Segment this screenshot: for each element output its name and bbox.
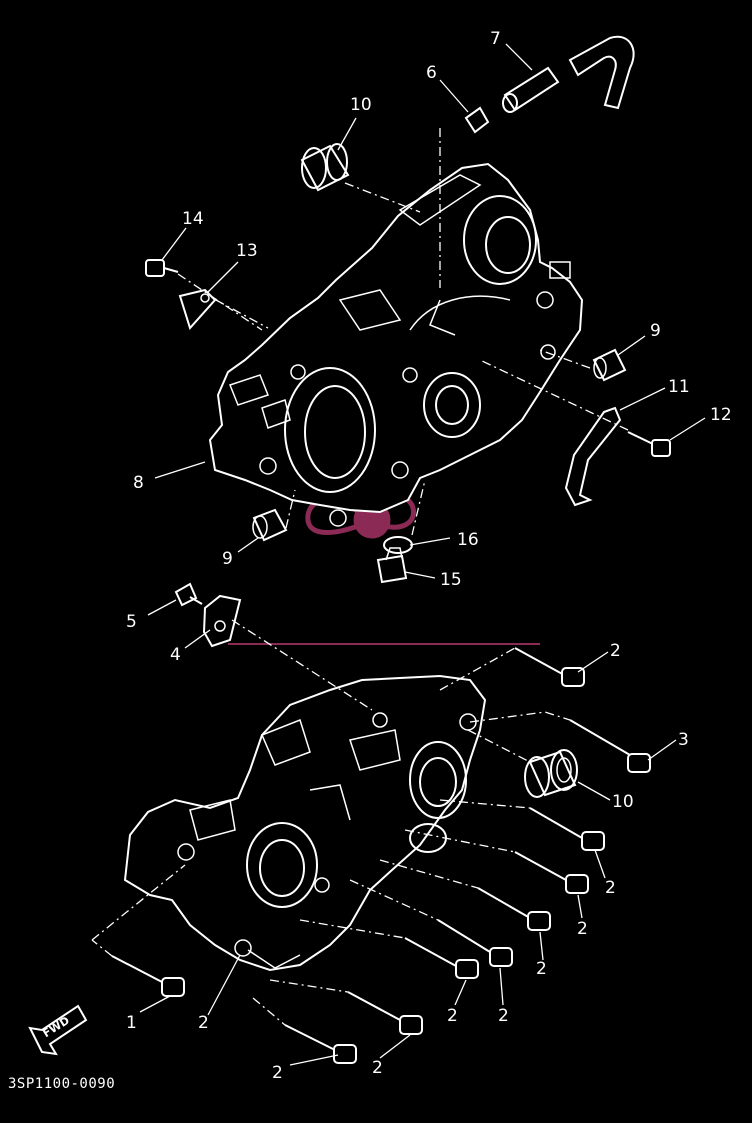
guide-part-11: [564, 406, 622, 507]
callout-2: 2: [447, 1006, 458, 1026]
bearing-part-10-upper: [300, 143, 350, 192]
callout-10: 10: [612, 792, 634, 812]
callout-2: 2: [272, 1063, 283, 1083]
callout-9: 9: [222, 549, 233, 569]
bolt-part-12: [627, 431, 671, 457]
callout-12: 12: [710, 405, 732, 425]
plate-part-13: [178, 288, 217, 330]
bearing-part-10-lower: [524, 749, 578, 798]
callout-11: 11: [668, 377, 690, 397]
callout-5: 5: [126, 612, 137, 632]
callout-7: 7: [490, 29, 501, 49]
dowel-part-6: [464, 106, 490, 134]
forward-direction-icon: FWD: [28, 1004, 88, 1056]
washer-part-16: [383, 536, 413, 554]
callout-9: 9: [650, 321, 661, 341]
crankcase-right-half: [208, 162, 584, 527]
callout-3: 3: [678, 730, 689, 750]
callout-8: 8: [133, 473, 144, 493]
screw-part-5: [174, 582, 203, 607]
callout-13: 13: [236, 241, 258, 261]
bolt-part-14: [145, 259, 179, 277]
callout-14: 14: [182, 209, 204, 229]
callout-2: 1: [126, 1013, 137, 1033]
plate-part-4: [202, 594, 242, 648]
callout-6: 6: [426, 63, 437, 83]
callout-2: 2: [610, 641, 621, 661]
callout-2: 2: [498, 1006, 509, 1026]
callout-2: 2: [372, 1058, 383, 1078]
bolts-group: [111, 647, 651, 1064]
leader-lines: [139, 43, 706, 1066]
callout-2: 2: [605, 878, 616, 898]
callout-2: 2: [577, 919, 588, 939]
crankcase-left-half: [123, 674, 487, 972]
callout-10: 10: [350, 95, 372, 115]
drain-bolt-part-15: [376, 547, 408, 584]
drawing-code: 3SP1100-0090: [8, 1076, 115, 1092]
hose-part-7: [502, 35, 635, 113]
callout-16: 16: [457, 530, 479, 550]
callout-1: 2: [198, 1013, 209, 1033]
dowel-part-9-right: [592, 348, 627, 382]
callout-2: 2: [536, 959, 547, 979]
callout-labels: 7 6 10 14 13 9 11 12 8 9 16 15 5 4 2 3 1…: [126, 29, 732, 1083]
callout-4: 4: [170, 645, 181, 665]
dowel-part-9-left: [252, 508, 288, 542]
callout-15: 15: [440, 570, 462, 590]
assembly-lines: [91, 128, 629, 1026]
